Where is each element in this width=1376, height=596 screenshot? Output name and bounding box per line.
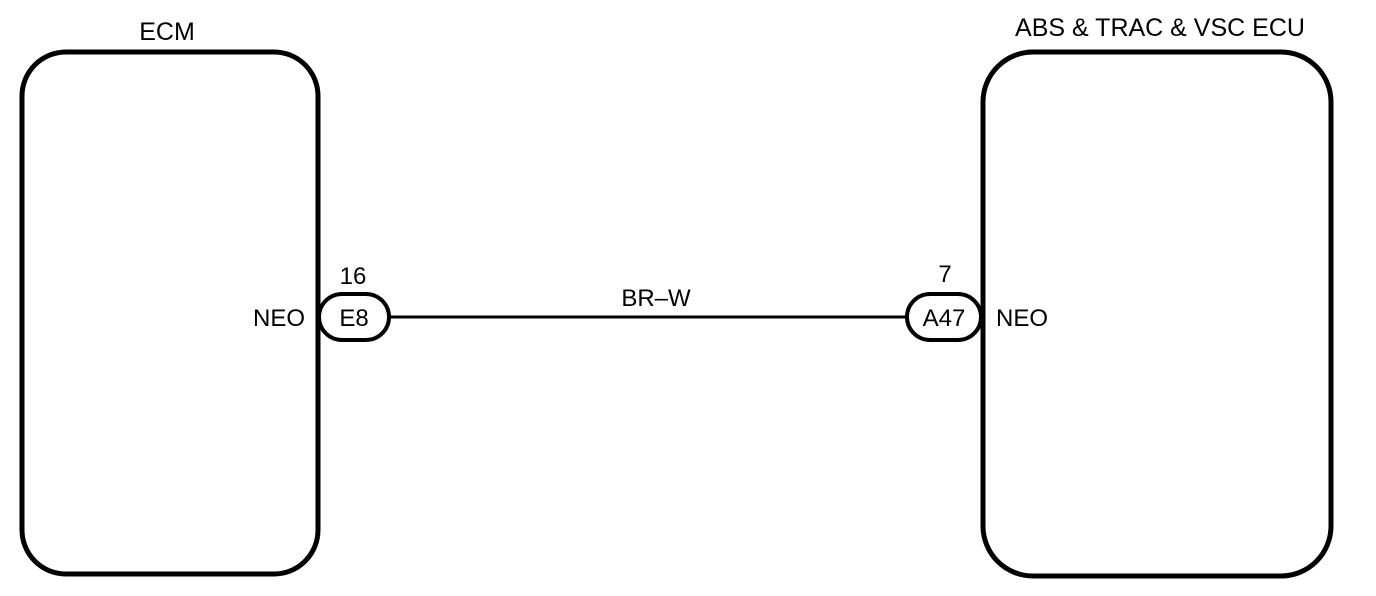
wire-color-code: BR–W [621, 285, 691, 312]
abs-trac-vsc-ecu-unit: ABS & TRAC & VSC ECU NEO [980, 14, 1334, 579]
ecm-unit: ECM NEO [19, 18, 321, 577]
ecm-terminal-label: NEO [253, 305, 305, 332]
wire: BR–W [389, 285, 907, 319]
ecm-connector-code: E8 [339, 305, 368, 332]
abs-trac-vsc-ecu-title: ABS & TRAC & VSC ECU [1015, 14, 1305, 42]
ecm-title: ECM [139, 18, 195, 46]
ecm-connector: 16 E8 [317, 263, 391, 342]
abs-terminal-label: NEO [996, 305, 1048, 332]
ecm-pin-number: 16 [340, 263, 367, 290]
abs-pin-number: 7 [938, 261, 951, 288]
abs-connector: 7 A47 [905, 261, 983, 342]
abs-trac-vsc-ecu-box [980, 49, 1334, 579]
abs-connector-code: A47 [923, 305, 966, 332]
